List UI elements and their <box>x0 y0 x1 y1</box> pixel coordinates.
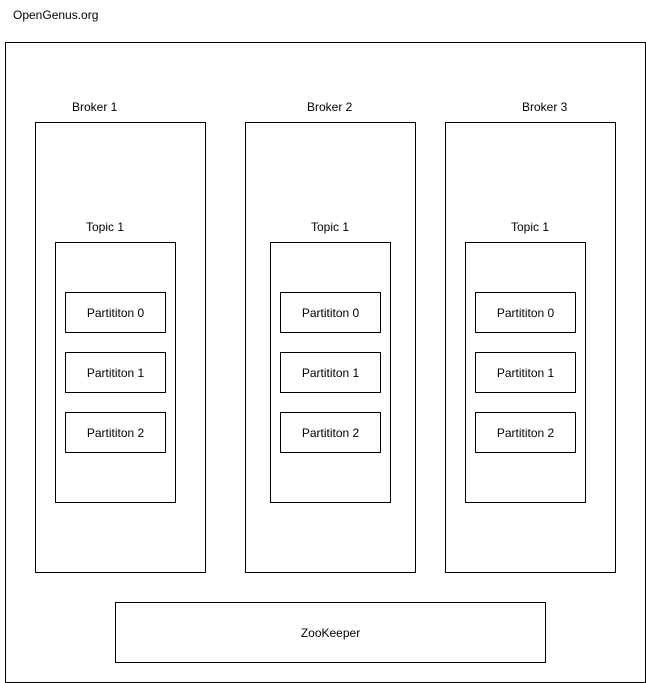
broker-3-label: Broker 3 <box>522 100 568 114</box>
broker-2-topic-label: Topic 1 <box>311 220 350 234</box>
broker-1-topic-label: Topic 1 <box>86 220 125 234</box>
broker-2-partition-2: Partititon 2 <box>280 412 381 453</box>
broker-3-partition-2: Partititon 2 <box>475 412 576 453</box>
zookeeper-box: ZooKeeper <box>115 602 546 663</box>
broker-1-partition-1: Partititon 1 <box>65 352 166 393</box>
broker-2-partition-1: Partititon 1 <box>280 352 381 393</box>
site-label: OpenGenus.org <box>13 8 99 22</box>
broker-1-label: Broker 1 <box>72 100 118 114</box>
broker-1-partition-2: Partititon 2 <box>65 412 166 453</box>
broker-3-partition-1: Partititon 1 <box>475 352 576 393</box>
broker-3-topic-label: Topic 1 <box>511 220 550 234</box>
broker-1-partition-0: Partititon 0 <box>65 292 166 333</box>
broker-3-partition-0: Partititon 0 <box>475 292 576 333</box>
broker-2-partition-0: Partititon 0 <box>280 292 381 333</box>
broker-2-label: Broker 2 <box>307 100 353 114</box>
